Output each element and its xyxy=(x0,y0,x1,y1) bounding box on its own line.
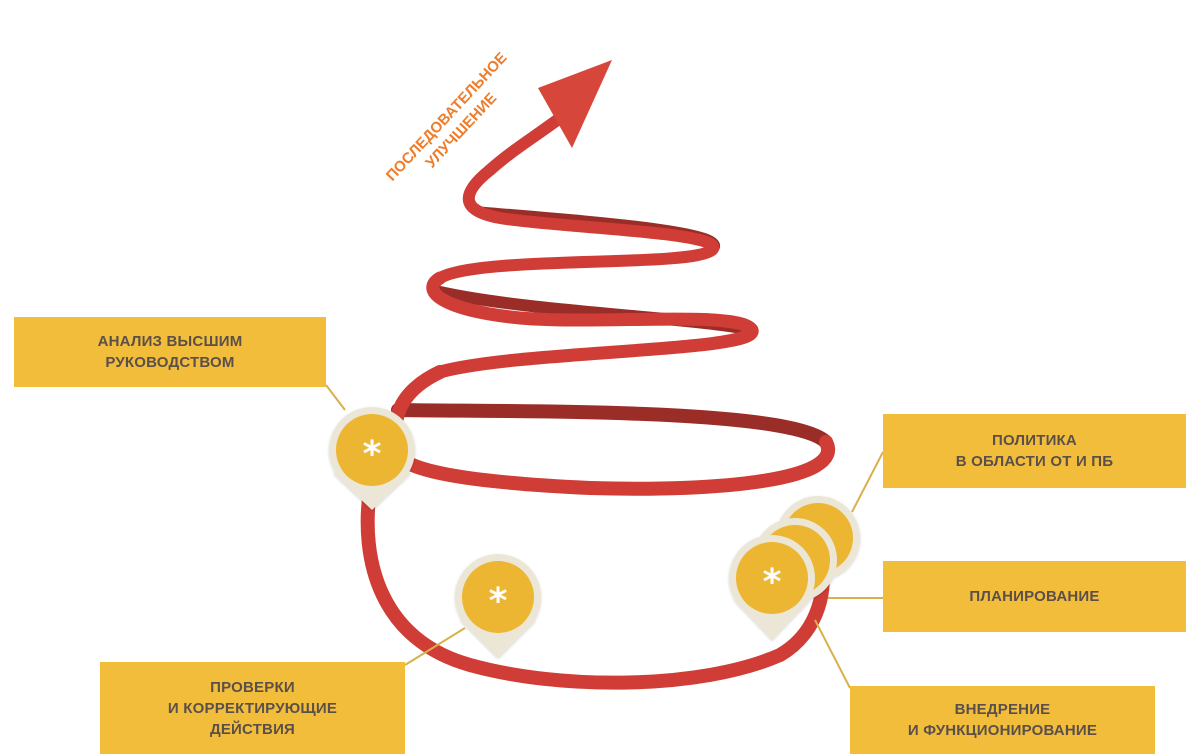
asterisk-icon: * xyxy=(363,434,382,475)
spiral-turn-2 xyxy=(388,365,835,496)
improvement-arrowhead xyxy=(538,60,612,148)
spiral-front xyxy=(360,112,835,690)
label-analysis-text: АНАЛИЗ ВЫСШИМ РУКОВОДСТВОМ xyxy=(97,333,243,371)
marker-checks: * xyxy=(455,554,541,658)
spiral-bottom-loop xyxy=(360,483,830,690)
spiral-back-turn-2 xyxy=(391,403,833,449)
spiral-turn-4 xyxy=(434,164,720,284)
arrow-caption: ПОСЛЕДОВАТЕЛЬНОЕ УЛУЧШЕНИЕ xyxy=(383,49,511,184)
asterisk-icon: * xyxy=(763,562,782,603)
spiral-top-stem xyxy=(484,112,566,176)
spiral-back xyxy=(391,206,833,449)
marker-implementation: * xyxy=(729,535,815,640)
label-checks: ПРОВЕРКИ И КОРРЕКТИРУЮЩИЕ ДЕЙСТВИЯ xyxy=(100,662,405,754)
label-planning-text: ПЛАНИРОВАНИЕ xyxy=(969,588,1100,605)
label-policy-text: ПОЛИТИКА В ОБЛАСТИ ОТ И ПБ xyxy=(955,432,1114,470)
marker-analysis: * xyxy=(329,407,415,510)
label-planning: ПЛАНИРОВАНИЕ xyxy=(883,561,1186,632)
label-policy: ПОЛИТИКА В ОБЛАСТИ ОТ И ПБ xyxy=(883,414,1186,488)
connector-checks xyxy=(404,627,466,666)
asterisk-icon: * xyxy=(489,581,508,622)
connector-policy xyxy=(851,451,884,513)
label-analysis: АНАЛИЗ ВЫСШИМ РУКОВОДСТВОМ xyxy=(14,317,326,387)
label-implementation: ВНЕДРЕНИЕ И ФУНКЦИОНИРОВАНИЕ xyxy=(850,686,1155,754)
connector-analysis xyxy=(325,384,346,411)
spiral-turn-3 xyxy=(426,271,759,379)
connectors xyxy=(325,384,884,689)
label-implementation-text: ВНЕДРЕНИЕ И ФУНКЦИОНИРОВАНИЕ xyxy=(907,701,1098,739)
connector-implementation xyxy=(814,619,851,689)
marker-stack: * xyxy=(729,496,860,640)
label-checks-text: ПРОВЕРКИ И КОРРЕКТИРУЮЩИЕ ДЕЙСТВИЯ xyxy=(167,678,338,738)
